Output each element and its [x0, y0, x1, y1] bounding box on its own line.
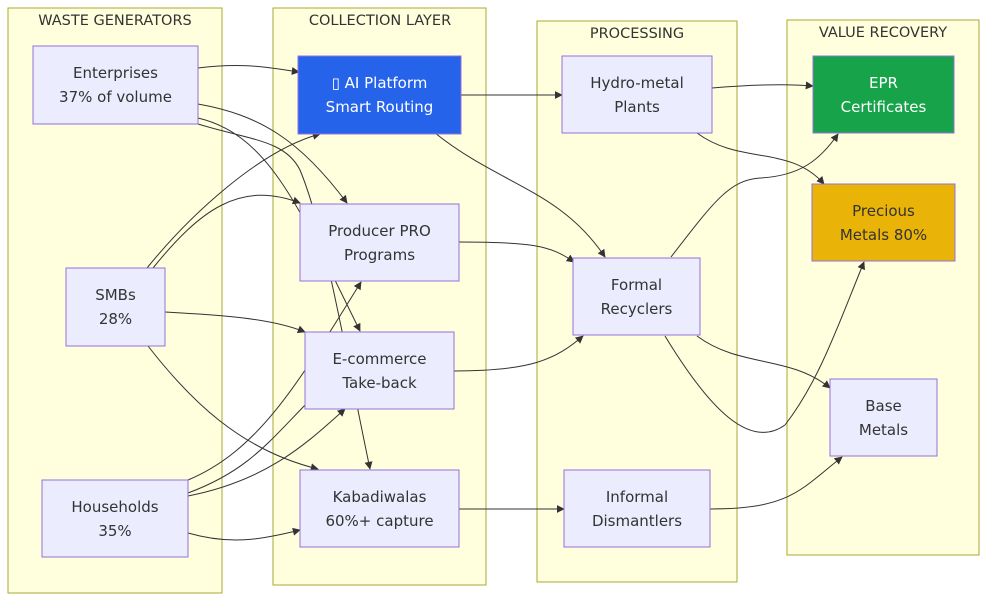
lane-title-value-recovery: VALUE RECOVERY [819, 25, 947, 41]
node-hydro-metal-line1: Hydro-metal [590, 74, 683, 92]
node-informal-dismantlers-line1: Informal [606, 488, 668, 506]
node-precious-metals[interactable]: Precious Metals 80% [811, 183, 956, 262]
edge-households-producer-pro [187, 281, 362, 481]
edge-hydro-metal-precious-metals [696, 132, 825, 185]
edge-formal-recyclers-epr [670, 133, 839, 258]
node-precious-metals-line2: Metals 80% [840, 226, 927, 244]
node-kabadiwalas-line2: 60%+ capture [325, 512, 433, 530]
lane-title-processing: PROCESSING [590, 26, 684, 42]
node-base-metals-line1: Base [865, 397, 902, 415]
node-ecommerce[interactable]: E-commerce Take-back [304, 331, 455, 410]
node-base-metals[interactable]: Base Metals [829, 378, 938, 457]
node-informal-dismantlers[interactable]: Informal Dismantlers [563, 469, 711, 548]
node-households-line1: Households [71, 498, 158, 516]
lane-title-waste-generators: WASTE GENERATORS [38, 13, 192, 29]
node-producer-pro[interactable]: Producer PRO Programs [299, 203, 460, 282]
node-formal-recyclers-line2: Recyclers [601, 300, 673, 318]
edge-smbs-producer-pro [152, 194, 301, 269]
edge-enterprises-ecommerce [197, 117, 361, 332]
node-enterprises-line2: 37% of volume [59, 88, 172, 106]
edges [146, 64, 865, 541]
node-enterprises-line1: Enterprises [73, 64, 158, 82]
node-ai-platform[interactable]: ▯ AI Platform Smart Routing [297, 55, 462, 135]
node-informal-dismantlers-line2: Dismantlers [592, 512, 682, 530]
node-ai-platform-line2: Smart Routing [326, 98, 434, 116]
node-kabadiwalas-line1: Kabadiwalas [333, 488, 427, 506]
node-smbs[interactable]: SMBs 28% [65, 267, 166, 347]
edge-households-ecommerce [187, 396, 314, 494]
node-epr-line2: Certificates [841, 98, 927, 116]
node-smbs-line1: SMBs [95, 286, 136, 304]
node-formal-recyclers[interactable]: Formal Recyclers [572, 257, 701, 336]
edge-formal-recyclers-precious-metals [664, 261, 865, 433]
node-smbs-line2: 28% [99, 310, 132, 328]
node-producer-pro-line2: Programs [344, 246, 415, 264]
edge-smbs-kabadiwalas [147, 345, 319, 472]
node-epr-line1: EPR [869, 74, 898, 92]
node-households-line2: 35% [98, 522, 131, 540]
node-epr[interactable]: EPR Certificates [812, 55, 955, 134]
edge-producer-pro-formal-recyclers [458, 241, 575, 263]
edge-enterprises-ai-platform [197, 64, 300, 75]
edge-informal-dismantlers-base-metals [709, 456, 843, 510]
edge-households-ecommerce-lower [187, 408, 346, 497]
node-enterprises[interactable]: Enterprises 37% of volume [32, 45, 199, 125]
edge-hydro-metal-epr [711, 81, 814, 90]
edge-households-kabadiwalas [187, 527, 301, 541]
edge-ecommerce-formal-recyclers [453, 335, 584, 372]
node-ecommerce-line1: E-commerce [332, 350, 426, 368]
edge-smbs-ai-platform [146, 131, 321, 269]
node-formal-recyclers-line1: Formal [611, 276, 662, 294]
edge-formal-recyclers-base-metals [696, 335, 831, 389]
node-hydro-metal[interactable]: Hydro-metal Plants [561, 55, 713, 134]
node-ecommerce-line2: Take-back [341, 374, 417, 392]
lane-title-collection-layer: COLLECTION LAYER [309, 13, 451, 29]
node-ai-platform-line1: ▯ AI Platform [332, 74, 428, 92]
edge-ai-platform-formal-recyclers [434, 132, 606, 258]
node-producer-pro-line1: Producer PRO [328, 222, 431, 240]
node-households[interactable]: Households 35% [41, 479, 189, 558]
node-hydro-metal-line2: Plants [614, 98, 660, 116]
edge-enterprises-producer-pro [197, 103, 348, 204]
node-kabadiwalas[interactable]: Kabadiwalas 60%+ capture [299, 469, 460, 548]
node-base-metals-line2: Metals [859, 421, 908, 439]
node-precious-metals-line1: Precious [852, 202, 915, 220]
edge-smbs-ecommerce [164, 311, 306, 334]
